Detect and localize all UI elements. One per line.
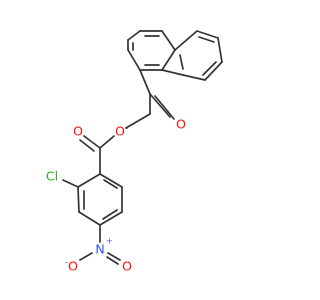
carbonyl-oxygen-label: O (73, 124, 83, 139)
nitro-oxygen-charge: - (65, 258, 68, 267)
ketone-oxygen-label: O (176, 117, 186, 132)
bonds (62, 30, 223, 265)
nitrogen-label: N (95, 242, 104, 257)
nitro-oxygen-left-label: O (68, 259, 78, 274)
molecule-structure: O O O Cl N + O - O (46, 30, 223, 274)
nitro-oxygen-right-label: O (122, 259, 132, 274)
nitrogen-charge: + (106, 237, 113, 246)
atom-labels: O O O Cl N + O - O (46, 117, 186, 274)
chlorine-label: Cl (46, 169, 58, 184)
ester-oxygen-label: O (115, 124, 125, 139)
